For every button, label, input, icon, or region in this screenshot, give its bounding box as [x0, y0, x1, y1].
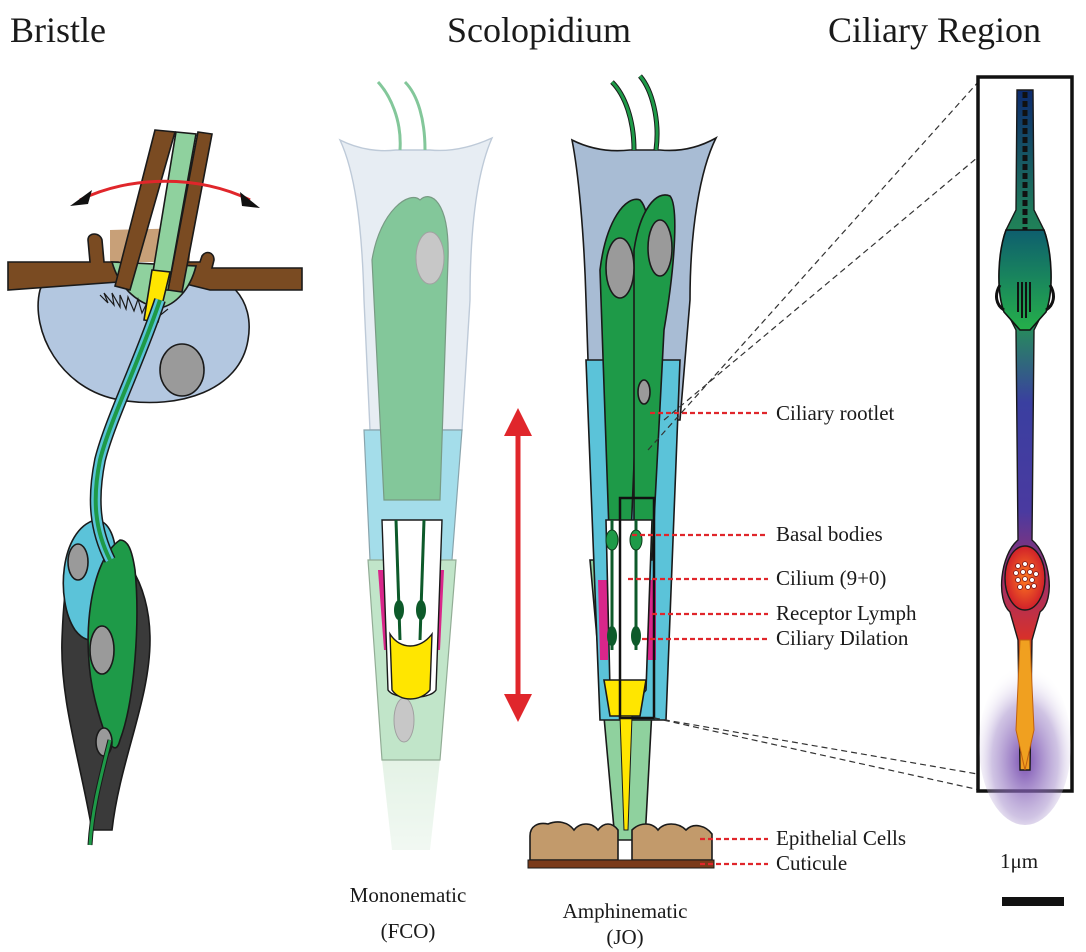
label-ciliary-dilation: Ciliary Dilation — [776, 626, 909, 650]
cuticle-bar — [8, 234, 118, 290]
blue-cell-nucleus — [68, 544, 88, 580]
zoom-line-bot-1 — [654, 718, 980, 790]
neuron-nucleus — [90, 626, 114, 674]
jo-basal-1 — [606, 530, 618, 550]
jo-nucleus-2 — [648, 220, 672, 276]
label-ciliary-rootlet: Ciliary rootlet — [776, 401, 895, 425]
jo-nucleus-1 — [606, 238, 634, 298]
jo-epithelium — [530, 822, 618, 860]
jo-small-nucleus — [638, 380, 650, 404]
ciliary-region-panel — [978, 77, 1072, 825]
arrowhead-right — [240, 192, 260, 208]
fco-hair-2 — [405, 82, 425, 150]
scale-bar-label: 1μm — [1000, 849, 1038, 873]
label-epithelial-cells: Epithelial Cells — [776, 826, 906, 850]
fco-hair-1 — [378, 82, 400, 150]
zoom-line-top-1 — [648, 80, 980, 450]
caption-jo: (JO) — [606, 925, 643, 949]
fco-tip-fade — [382, 760, 440, 850]
cuticle-bar-right — [186, 253, 302, 290]
label-receptor-lymph: Receptor Lymph — [776, 601, 917, 625]
caption-fco: (FCO) — [381, 919, 436, 943]
title-ciliary-region: Ciliary Region — [828, 10, 1041, 50]
bristle-panel — [8, 130, 302, 845]
fco-lower-detail — [378, 520, 444, 699]
fco-dilation-1 — [394, 600, 404, 620]
vibration-arrowhead-bottom — [504, 694, 532, 722]
caption-mononematic: Mononematic — [350, 883, 467, 907]
fco-dilation-2 — [416, 600, 426, 620]
arrowhead-left — [70, 190, 92, 206]
socket-nucleus — [160, 344, 204, 396]
title-bristle: Bristle — [10, 10, 106, 50]
scale-bar — [1002, 897, 1064, 906]
jo-dilation-1 — [607, 626, 617, 646]
jo-cuticle — [528, 860, 714, 868]
caption-amphinematic: Amphinematic — [563, 899, 688, 923]
label-cuticule: Cuticule — [776, 851, 847, 875]
fco-nucleus-top — [416, 232, 444, 284]
fco-scolopidium — [340, 82, 492, 850]
title-scolopidium: Scolopidium — [447, 10, 631, 50]
jo-hair-1-in — [612, 82, 634, 150]
label-cilium: Cilium (9+0) — [776, 566, 886, 590]
label-basal-bodies: Basal bodies — [776, 522, 883, 546]
jo-basal-2 — [630, 530, 642, 550]
fco-nucleus — [394, 698, 414, 742]
jo-epithelium-r — [632, 824, 712, 860]
vibration-arrowhead-top — [504, 408, 532, 436]
jo-scolopidium — [528, 76, 716, 868]
jo-yellow-cap — [604, 680, 646, 716]
vibration-arrow — [504, 408, 532, 722]
jo-dilation-2 — [631, 626, 641, 646]
